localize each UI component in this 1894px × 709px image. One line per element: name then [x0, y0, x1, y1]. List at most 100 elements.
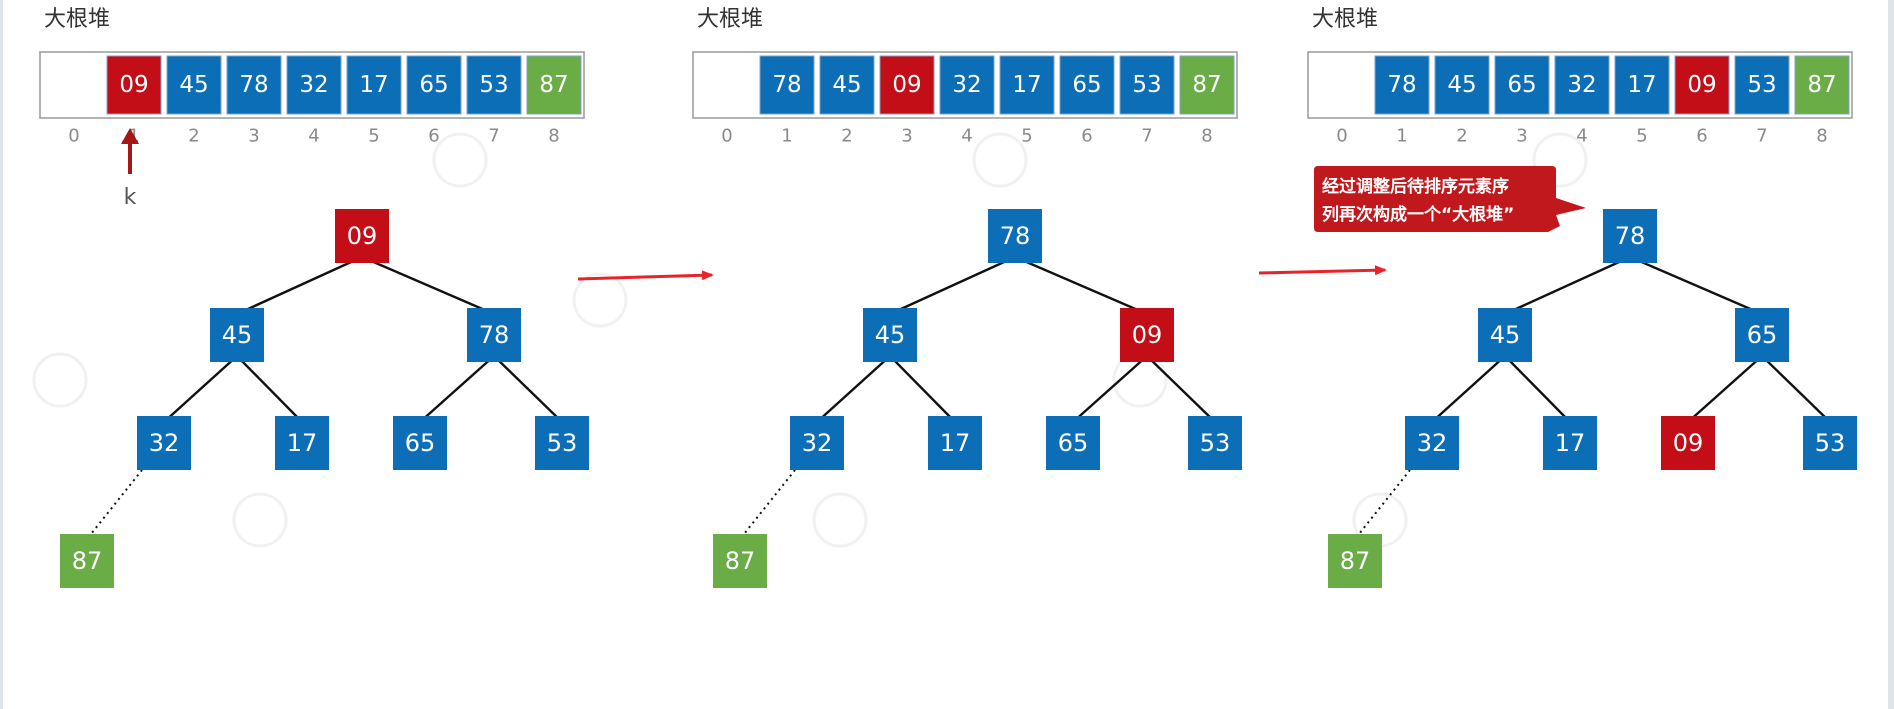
tree-node-value: 09 — [1132, 321, 1163, 349]
array-index-label: 7 — [488, 126, 499, 147]
array-index-label: 6 — [428, 126, 439, 147]
array-cell-value: 09 — [1687, 72, 1716, 98]
tree-node-value: 53 — [1200, 429, 1231, 457]
tree-node — [393, 416, 447, 470]
array-cell-value: 45 — [1447, 72, 1476, 98]
array-cell-7 — [466, 55, 522, 115]
tree-node — [1046, 416, 1100, 470]
tree-node — [713, 534, 767, 588]
tree-node — [1543, 416, 1597, 470]
watermark-seal — [432, 132, 488, 188]
tree-edge — [1761, 355, 1831, 423]
array-cell-value: 45 — [179, 72, 208, 98]
array-cell-value: 45 — [832, 72, 861, 98]
array-cell-value: 32 — [952, 72, 981, 98]
array-index-label: 1 — [781, 126, 792, 147]
tree-edge — [419, 355, 495, 423]
tree-node — [335, 209, 389, 263]
left-border — [0, 0, 3, 709]
tree-node — [790, 416, 844, 470]
array-cell-4 — [286, 55, 342, 115]
tree-node-value: 45 — [1490, 321, 1521, 349]
tree-node-value: 87 — [725, 547, 756, 575]
watermark-seal — [812, 492, 868, 548]
array-cell-1 — [1374, 55, 1430, 115]
tree-node-value: 45 — [875, 321, 906, 349]
array-index-label: 4 — [961, 126, 972, 147]
tree-node — [275, 416, 329, 470]
array-cell-value: 17 — [1627, 72, 1656, 98]
tree-edge — [1629, 255, 1763, 316]
tree-node — [1328, 534, 1382, 588]
watermark-seal — [32, 352, 88, 408]
array-index-label: 3 — [248, 126, 259, 147]
array-index-label: 0 — [721, 126, 732, 147]
tree-edge — [1072, 355, 1148, 423]
array-cell-5 — [1614, 55, 1670, 115]
transition-arrow-2 — [1258, 265, 1387, 276]
tree-edge — [1431, 355, 1506, 423]
watermark-seal — [232, 492, 288, 548]
pointer-label: k — [124, 185, 137, 210]
array-index-label: 0 — [68, 126, 79, 147]
array-cell-value: 32 — [299, 72, 328, 98]
tree-edge — [816, 355, 891, 423]
tree-edge — [889, 255, 1016, 316]
tree-node — [928, 416, 982, 470]
array-index-label: 5 — [1021, 126, 1032, 147]
tree-node-value: 65 — [1058, 429, 1089, 457]
tree-edge — [493, 355, 563, 423]
tree-node-value: 78 — [1615, 222, 1646, 250]
tree-edge — [1014, 255, 1148, 316]
array-index-label: 6 — [1696, 126, 1707, 147]
array-cell-6 — [406, 55, 462, 115]
tree-node — [1803, 416, 1857, 470]
array-cell-value: 78 — [772, 72, 801, 98]
tree-edge — [1146, 355, 1216, 423]
tree-node-value: 32 — [149, 429, 180, 457]
array-cell-5 — [999, 55, 1055, 115]
panel-title: 大根堆 — [697, 7, 763, 32]
array-cell-value: 78 — [1387, 72, 1416, 98]
array-cell-value: 65 — [1507, 72, 1536, 98]
tree-edge — [1504, 255, 1631, 316]
tree-node-value: 09 — [1673, 429, 1704, 457]
array-index-label: 7 — [1141, 126, 1152, 147]
right-scrollbar[interactable] — [1888, 0, 1894, 709]
callout-line-1: 经过调整后待排序元素序 — [1322, 176, 1509, 197]
tree-node-value: 09 — [347, 222, 378, 250]
array-index-label: 5 — [1636, 126, 1647, 147]
array-cell-8 — [1179, 55, 1235, 115]
array-cell-2 — [1434, 55, 1490, 115]
tree-node — [535, 416, 589, 470]
array-index-label: 8 — [1816, 126, 1827, 147]
tree-node-value: 45 — [222, 321, 253, 349]
tree-node — [1188, 416, 1242, 470]
array-index-label: 2 — [188, 126, 199, 147]
array-index-label: 3 — [1516, 126, 1527, 147]
array-cell-value: 65 — [1072, 72, 1101, 98]
tree-node-value: 53 — [1815, 429, 1846, 457]
tree-node — [1603, 209, 1657, 263]
array-cell-value: 17 — [359, 72, 388, 98]
tree-node-value: 17 — [940, 429, 971, 457]
tree-edge — [236, 355, 303, 423]
tree-node-value: 78 — [1000, 222, 1031, 250]
panel-title: 大根堆 — [44, 7, 110, 32]
tree-node-value: 65 — [1747, 321, 1778, 349]
array-cell-8 — [526, 55, 582, 115]
array-cell-1 — [759, 55, 815, 115]
array-cell-value: 53 — [1132, 72, 1161, 98]
tree-node — [1120, 308, 1174, 362]
array-cell-1 — [106, 55, 162, 115]
heap-panel-1: 大根堆0091452783324175656537878094578321765… — [39, 7, 589, 588]
callout-shape — [1314, 166, 1586, 232]
array-cell-0 — [1315, 56, 1369, 114]
tree-node — [1405, 416, 1459, 470]
tree-node — [1735, 308, 1789, 362]
array-cell-value: 87 — [1807, 72, 1836, 98]
array-cell-3 — [879, 55, 935, 115]
